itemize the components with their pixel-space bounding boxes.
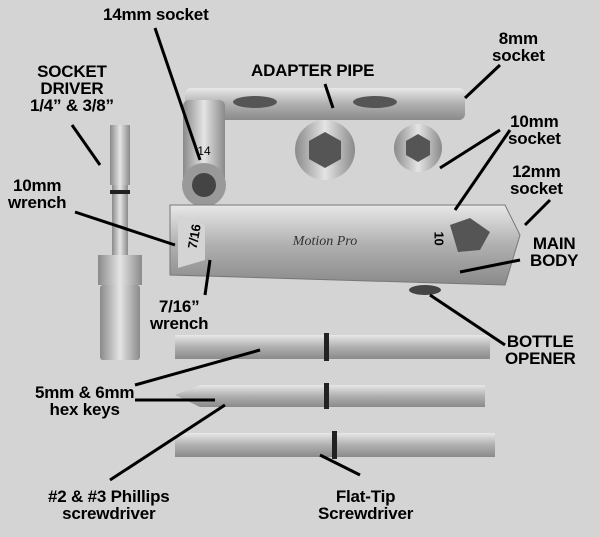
label-line: socket	[510, 179, 563, 198]
label-line: wrench	[150, 314, 209, 333]
phillips-bit	[175, 383, 485, 409]
logo-stamp: Motion Pro	[292, 234, 357, 249]
label-line: socket	[508, 129, 561, 148]
label-adapter-pipe: ADAPTER PIPE	[251, 61, 375, 80]
label-line: hex keys	[49, 400, 120, 419]
label-line: #2 & #3 Phillips	[48, 487, 170, 506]
label-line: Flat-Tip	[335, 487, 396, 506]
label-line: screwdriver	[62, 504, 156, 523]
label-14mm-socket: 14mm socket	[103, 5, 209, 24]
label-line: MAIN	[532, 234, 576, 253]
label-line: 12mm	[512, 162, 561, 181]
label-line: wrench	[8, 193, 67, 212]
stamp-10: 10	[431, 231, 447, 246]
main-body: Motion Pro	[169, 204, 521, 295]
pointer-lines	[70, 27, 552, 482]
adapter-pipe: 14	[182, 88, 465, 207]
label-7-16-wrench: 7/16”wrench	[150, 297, 209, 333]
label-line: SOCKET	[37, 62, 107, 81]
label-line: socket	[492, 46, 545, 65]
label-line: BOTTLE	[506, 332, 574, 351]
label-line: 1/4” & 3/8”	[30, 96, 114, 115]
socket-stamp: 14	[197, 144, 211, 158]
label-line: OPENER	[505, 349, 576, 368]
label-line: 10mm	[12, 176, 62, 195]
label-line: 10mm	[510, 112, 559, 131]
flat-tip-bit	[175, 431, 495, 459]
label-line: DRIVER	[40, 79, 104, 98]
label-line: 8mm	[498, 29, 538, 48]
socket-driver	[98, 125, 142, 360]
label-line: Screwdriver	[318, 504, 414, 523]
label-line: 7/16”	[158, 297, 200, 316]
label-line: BODY	[530, 251, 579, 270]
label-line: 5mm & 6mm	[35, 383, 135, 402]
hex-key-bit	[175, 333, 490, 361]
